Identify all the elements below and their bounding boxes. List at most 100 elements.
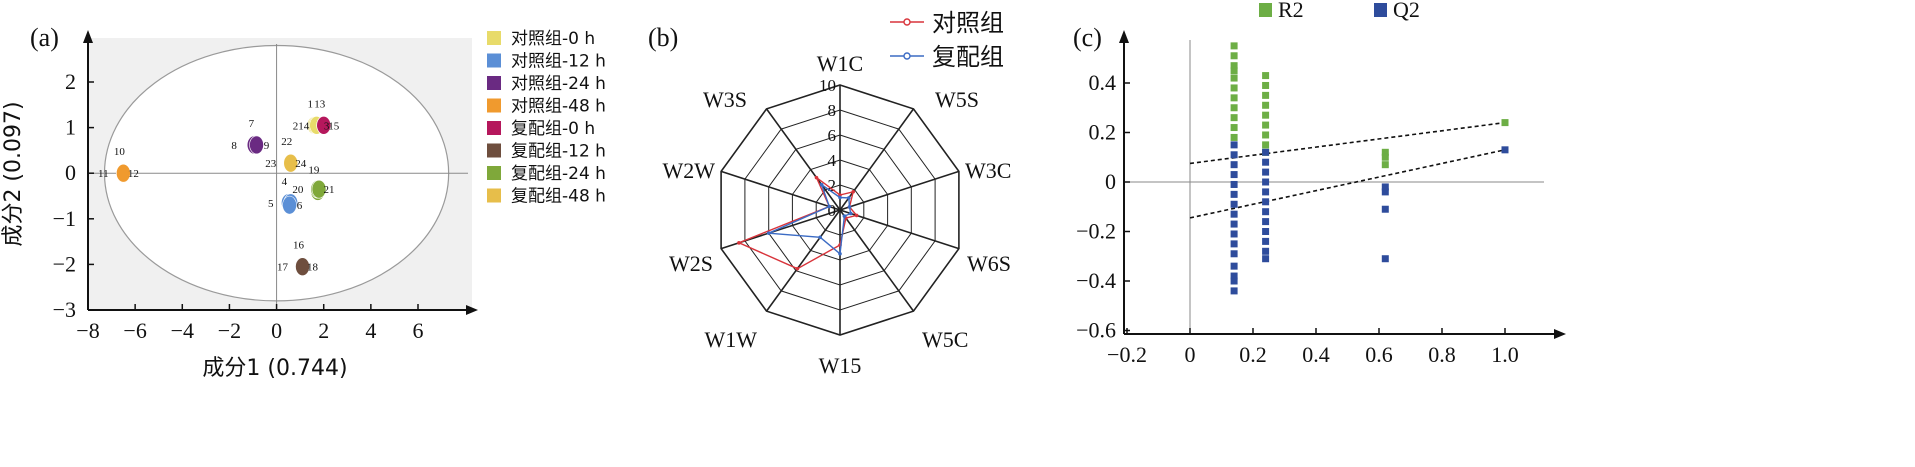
- radar-series-point: [842, 214, 847, 218]
- radar-axis-label: W6S: [967, 251, 1011, 276]
- legend-swatch-a: [487, 143, 501, 158]
- data-point-c: [1230, 250, 1238, 258]
- x-tick-label-c: 0.2: [1239, 342, 1267, 367]
- point-label-a: 12: [128, 168, 139, 180]
- data-point-c: [1230, 62, 1238, 70]
- data-point-c: [1262, 141, 1270, 149]
- data-point-c: [1262, 188, 1270, 196]
- data-point-c: [1262, 168, 1270, 176]
- radar-series-point: [819, 182, 824, 187]
- legend-label-b: 复配组: [932, 43, 1004, 71]
- point-label-a: 7: [249, 118, 255, 130]
- radar-series-point: [838, 251, 842, 256]
- point-label-a: 2: [293, 120, 299, 132]
- radar-axis-label: W15: [819, 353, 862, 378]
- point-label-a: 4: [282, 176, 288, 188]
- data-point-c: [1262, 247, 1270, 255]
- data-point-c: [1230, 42, 1238, 50]
- point-label-a: 20: [292, 184, 304, 196]
- x-tick-label-c: −0.2: [1107, 342, 1147, 367]
- data-point-c: [1230, 104, 1238, 112]
- legend-label-a: 复配组-12 h: [511, 142, 606, 162]
- reference-lines-c: [1128, 40, 1544, 330]
- x-axis-label-a: 成分1 (0.744): [202, 356, 347, 381]
- x-tick-label-a: −4: [171, 318, 194, 343]
- legend-label-b: 对照组: [932, 9, 1004, 37]
- data-point-c: [1230, 171, 1238, 179]
- point-label-a: 13: [314, 98, 326, 110]
- x-tick-label-c: 0: [1185, 342, 1196, 367]
- radar-axis-label: W5C: [922, 327, 968, 352]
- data-point-c: [1262, 198, 1270, 206]
- radar-axis-label: W5S: [935, 87, 979, 112]
- y-tick-label-a: 0: [65, 160, 76, 185]
- data-point-c: [1262, 237, 1270, 245]
- legend-label-a: 对照组-24 h: [511, 74, 606, 94]
- x-tick-label-c: 0.8: [1428, 342, 1456, 367]
- data-point-c: [1262, 208, 1270, 216]
- point-label-a: 14: [298, 120, 310, 132]
- radar-tick-label: 6: [828, 126, 837, 145]
- radar-series-point: [854, 213, 859, 218]
- radar-series-point: [838, 193, 842, 197]
- radar-tick-label: 4: [828, 151, 837, 170]
- radar-axis-label: W2S: [669, 251, 713, 276]
- data-point-c: [1230, 84, 1238, 92]
- data-point-c: [1381, 205, 1389, 213]
- point-label-a: 1: [308, 98, 314, 110]
- point-label-a: 9: [264, 140, 270, 152]
- legend-marker-b: [903, 52, 911, 60]
- data-point-c: [1262, 101, 1270, 109]
- x-tick-label-a: −8: [76, 318, 99, 343]
- radar-tick-label: 0: [828, 201, 837, 220]
- point-label-a: 22: [281, 136, 292, 148]
- legend-swatch-a: [487, 76, 501, 90]
- legend-swatch-c: [1374, 3, 1387, 17]
- data-points-a: [116, 116, 332, 276]
- data-point-c: [1262, 255, 1270, 263]
- legend-swatch-a: [487, 121, 501, 135]
- point-label-a: 8: [231, 140, 237, 152]
- legend-label-a: 对照组-12 h: [511, 52, 606, 72]
- point-label-a: 16: [293, 240, 305, 252]
- data-point-c: [1230, 141, 1238, 149]
- x-axis-arrow-a: [466, 305, 478, 315]
- panel-label-a: (a): [30, 23, 59, 52]
- legend-label-a: 复配组-24 h: [511, 164, 606, 184]
- data-point-a: [311, 179, 327, 199]
- radar-axis-label: W3C: [965, 158, 1011, 183]
- x-tick-label-c: 1.0: [1491, 342, 1519, 367]
- data-point-c: [1230, 210, 1238, 218]
- axes-a: [83, 30, 478, 315]
- legend-swatch-c: [1259, 3, 1272, 17]
- radar-axis-label: W1C: [817, 51, 863, 76]
- radar-axis-label: W2W: [662, 158, 715, 183]
- data-point-c: [1262, 121, 1270, 129]
- point-label-a: 21: [324, 184, 335, 196]
- radar-series-point: [827, 204, 832, 209]
- radar-series-point: [814, 175, 819, 180]
- y-tick-label-a: −1: [53, 206, 76, 231]
- data-point-c: [1501, 119, 1509, 127]
- data-point-c: [1381, 188, 1389, 196]
- point-label-a: 15: [328, 120, 340, 132]
- radar-spoke: [839, 209, 960, 250]
- data-point-c: [1381, 255, 1389, 263]
- y-tick-label-a: 2: [65, 69, 76, 94]
- regression-lines: [1189, 121, 1506, 219]
- legend-swatch-a: [487, 53, 501, 68]
- data-point-c: [1262, 148, 1270, 156]
- y-tick-label-c: −0.2: [1076, 219, 1116, 244]
- y-tick-label-a: −3: [53, 297, 76, 322]
- data-point-a: [282, 195, 297, 215]
- x-tick-label-a: −6: [123, 318, 146, 343]
- y-tick-label-c: −0.4: [1076, 268, 1116, 293]
- radar-axis-label: W3S: [703, 87, 747, 112]
- point-label-a: 24: [295, 158, 307, 170]
